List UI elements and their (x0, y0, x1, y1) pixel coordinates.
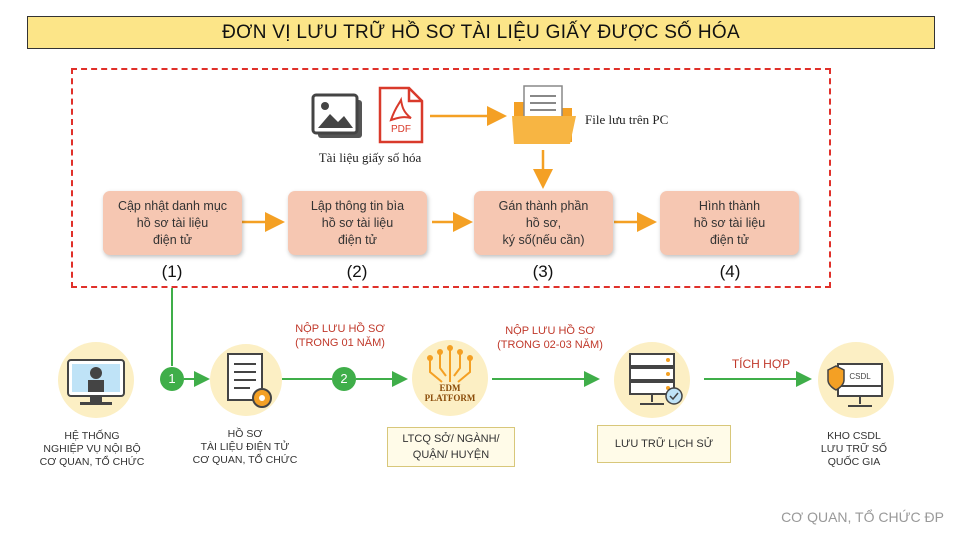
internal-system-icon (58, 342, 134, 418)
ltcq-label: LTCQ SỞ/ NGÀNH/ QUẬN/ HUYỆN (387, 427, 515, 467)
edm-platform-logo-text: EDM PLATFORM (424, 383, 476, 403)
step-4-box: Hình thành hồ sơ tài liệu điện tử (660, 191, 799, 255)
integrate-label: TÍCH HỢP (731, 357, 791, 371)
scanned-docs-label: Tài liệu giấy số hóa (318, 150, 422, 165)
pc-file-label: File lưu trên PC (585, 112, 669, 127)
edm-platform-icon (412, 340, 488, 416)
step-3-box: Gán thành phần hồ sơ, ký số(nếu cần) (474, 191, 613, 255)
pdf-label: PDF (391, 124, 411, 135)
submit-1-year-label: NỘP LƯU HỒ SƠ (TRONG 01 NĂM) (295, 323, 385, 349)
folder-icon (512, 85, 576, 144)
step-1-number: (1) (161, 262, 183, 281)
image-icon (311, 93, 362, 138)
csdl-server-label: CSDL (849, 372, 871, 381)
footer-label: CƠ QUAN, TỔ CHỨC ĐP (781, 509, 944, 525)
national-database-icon (818, 342, 894, 418)
electronic-dossier-icon (210, 344, 282, 416)
electronic-dossier-label: HỒ SƠ TÀI LIỆU ĐIỆN TỬ CƠ QUAN, TỔ CHỨC (192, 428, 298, 466)
step-2-box: Lập thông tin bìa hồ sơ tài liệu điện tử (288, 191, 427, 255)
page-title: ĐƠN VỊ LƯU TRỮ HỒ SƠ TÀI LIỆU GIẤY ĐƯỢC … (27, 16, 935, 49)
flow-step-2-circle: 2 (332, 367, 356, 391)
historical-archive-label: LƯU TRỮ LỊCH SỬ (597, 425, 731, 463)
digitization-process-frame (71, 68, 831, 288)
step-2-number: (2) (346, 262, 368, 281)
step-3-number: (3) (532, 262, 554, 281)
national-database-label: KHO CSDL LƯU TRỮ SỐ QUỐC GIA (820, 430, 888, 468)
step-1-box: Cập nhật danh mục hồ sơ tài liệu điện tử (103, 191, 242, 255)
internal-system-label: HỆ THỐNG NGHIỆP VỤ NỘI BỘ CƠ QUAN, TỔ CH… (39, 430, 145, 468)
submit-2-3-years-label: NỘP LƯU HỒ SƠ (TRONG 02-03 NĂM) (497, 325, 603, 351)
pdf-icon (378, 86, 424, 144)
flow-step-1-circle: 1 (160, 367, 184, 391)
historical-archive-server-icon (614, 342, 690, 418)
step-4-number: (4) (719, 262, 741, 281)
